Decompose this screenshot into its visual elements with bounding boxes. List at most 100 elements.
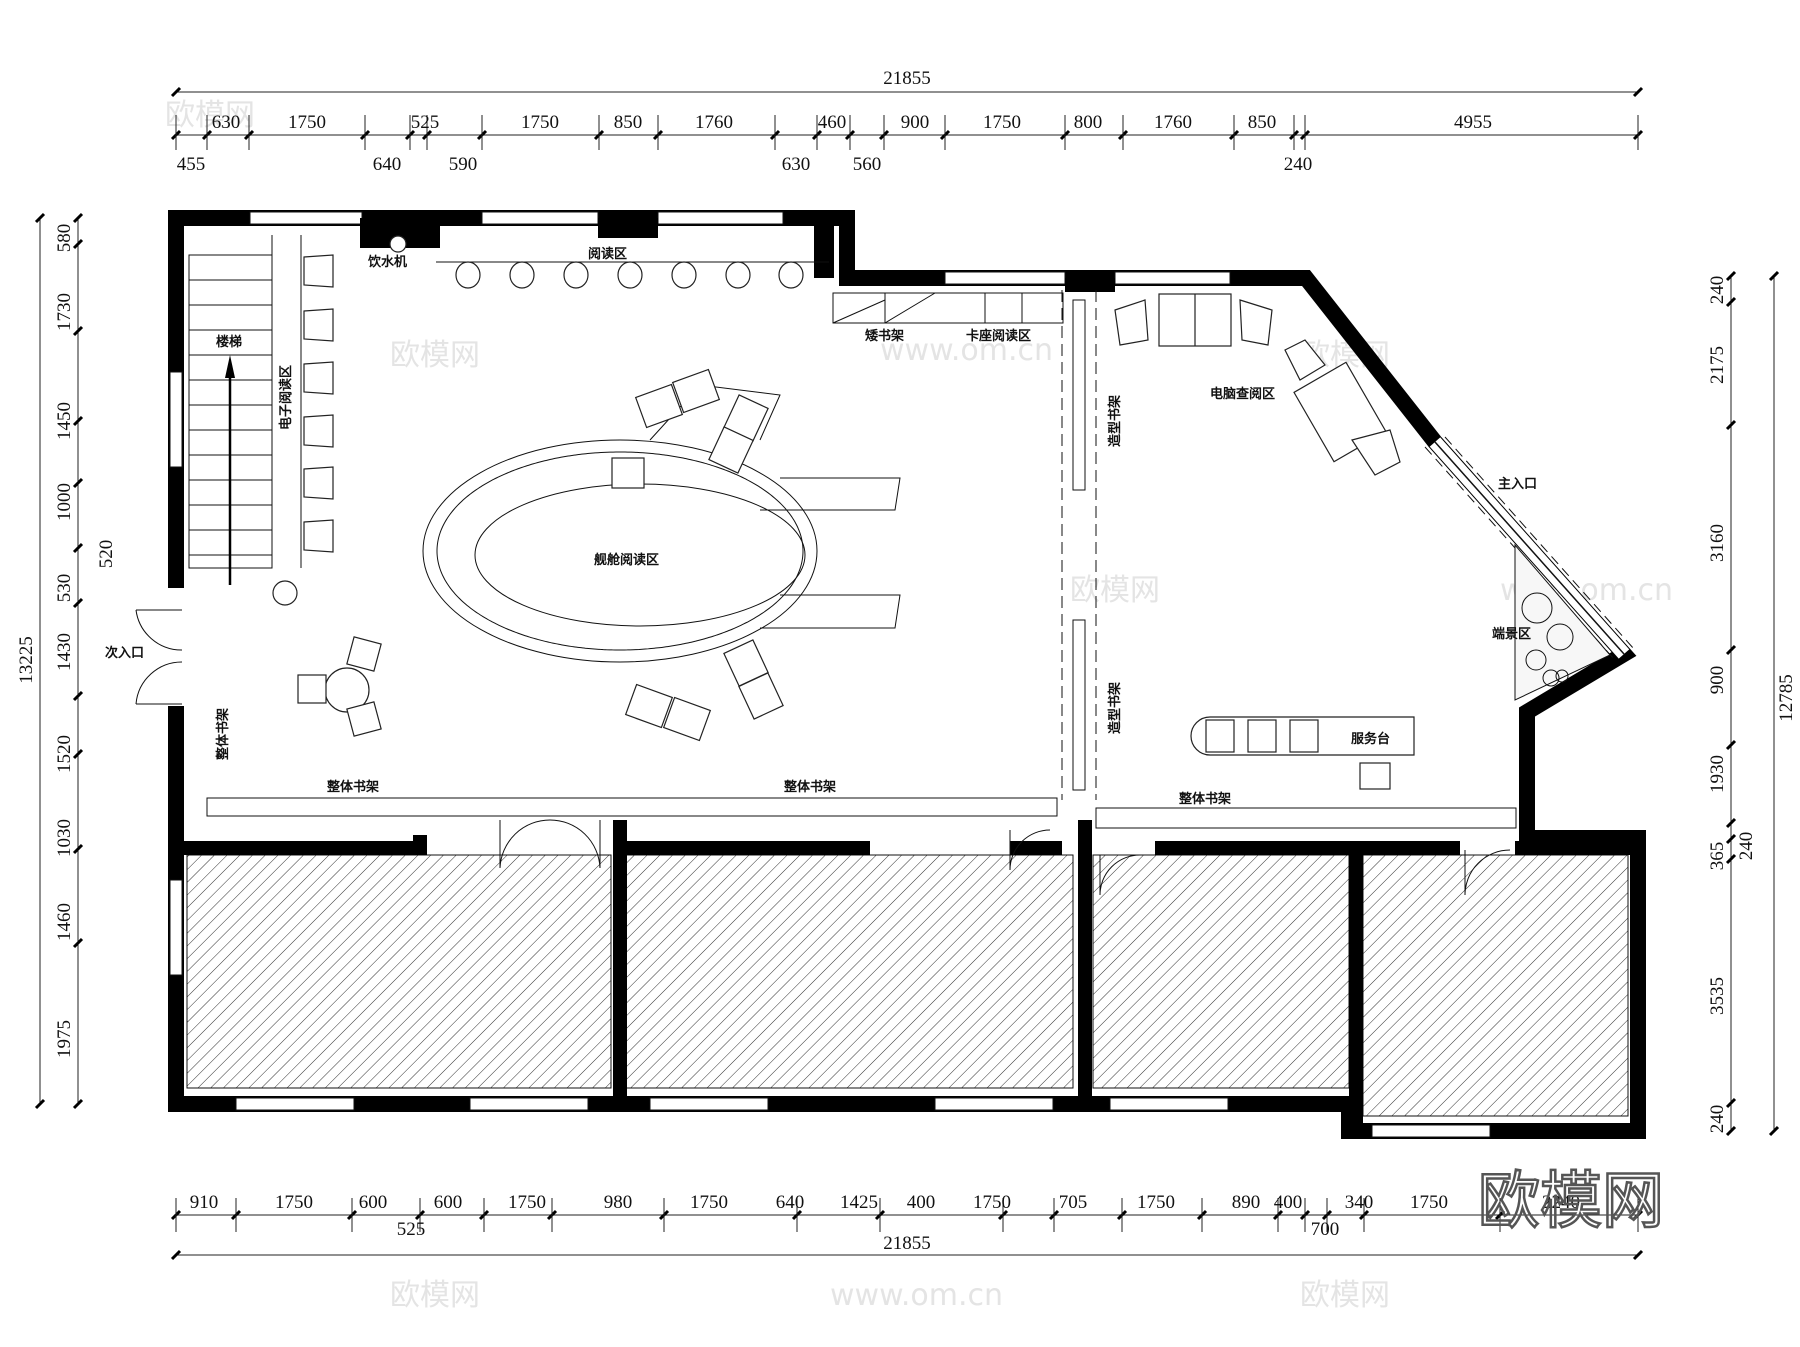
chair-icon — [303, 361, 334, 395]
dimension-ticks — [34, 86, 1780, 1261]
dimension-value: 980 — [604, 1192, 633, 1213]
stairs-arrow-icon — [225, 355, 235, 585]
dimension-value: 240 — [1707, 276, 1728, 305]
svg-text:www.om.cn: www.om.cn — [830, 1278, 1003, 1313]
stool-icon — [455, 261, 481, 289]
svg-text:欧模网: 欧模网 — [165, 98, 255, 133]
water-dispenser-icon — [389, 235, 407, 253]
dimension-value: 21855 — [883, 68, 931, 89]
dimension-value: 910 — [190, 1192, 219, 1213]
label-computer-area: 电脑查阅区 — [1210, 386, 1275, 402]
chair-icon — [303, 414, 334, 448]
dimension-value: 1750 — [983, 112, 1021, 133]
round-table-set — [272, 580, 382, 737]
dimension-value: 850 — [1248, 112, 1277, 133]
dimension-tick — [1768, 270, 1780, 282]
dimension-tick — [72, 937, 84, 949]
dimension-value: 1030 — [54, 819, 75, 857]
dimension-value: 3160 — [1707, 524, 1728, 562]
dimension-value: 460 — [818, 112, 847, 133]
dimension-tick — [1725, 1097, 1737, 1109]
dimension-tick — [72, 1098, 84, 1110]
secondary-entrance-door[interactable] — [135, 609, 183, 705]
dimension-value: 900 — [901, 112, 930, 133]
label-water-dispenser: 饮水机 — [367, 254, 407, 270]
dimension-tick — [1632, 1249, 1644, 1261]
dimension-value: 520 — [96, 540, 117, 569]
main-entrance-door[interactable] — [1424, 436, 1635, 660]
stool-icon — [563, 261, 589, 289]
dimension-value: 2240 — [1542, 1192, 1580, 1213]
dimension-tick — [72, 690, 84, 702]
dimension-value: 700 — [1311, 1219, 1340, 1240]
dimension-value: 705 — [1059, 1192, 1088, 1213]
dimension-value: 12785 — [1776, 674, 1797, 722]
label-service-desk: 服务台 — [1351, 731, 1390, 747]
dimension-value: 600 — [359, 1192, 388, 1213]
bookshelf-strip — [206, 290, 1517, 829]
label-shelf-bottom-2: 整体书架 — [783, 779, 836, 795]
dimension-value: 1750 — [521, 112, 559, 133]
dimension-value: 3535 — [1707, 977, 1728, 1015]
service-desk — [1190, 716, 1415, 790]
dimension-value: 1430 — [54, 633, 75, 671]
svg-text:欧模网: 欧模网 — [390, 338, 480, 373]
label-shelf-left: 整体书架 — [215, 708, 231, 761]
computer-desks — [1114, 293, 1401, 476]
dimension-value: 1750 — [690, 1192, 728, 1213]
dimension-value: 365 — [1707, 842, 1728, 871]
dimension-value: 340 — [1345, 1192, 1374, 1213]
dimension-value: 580 — [54, 224, 75, 253]
dimension-value: 1750 — [275, 1192, 313, 1213]
dimension-tick — [1725, 419, 1737, 431]
dimension-value: 1520 — [54, 735, 75, 773]
cabin-reading-desk — [422, 384, 901, 663]
chair-icon — [303, 466, 334, 500]
booth-shelves — [832, 292, 1064, 324]
reading-stools — [455, 261, 804, 289]
dimension-value: 240 — [1707, 1105, 1728, 1134]
dimension-value: 240 — [1284, 154, 1313, 175]
label-shaped-shelf-1: 造型书架 — [1107, 395, 1123, 447]
dimension-value: 1460 — [54, 903, 75, 941]
display-plants — [1514, 543, 1611, 701]
chair-icon — [303, 519, 334, 553]
dimension-value: 590 — [449, 154, 478, 175]
dimension-tick — [1725, 833, 1737, 845]
dimension-tick — [72, 843, 84, 855]
dimension-value: 630 — [212, 112, 241, 133]
dimension-value: 1760 — [695, 112, 733, 133]
dimension-tick — [1725, 739, 1737, 751]
dimension-tick — [170, 1249, 182, 1261]
label-secondary-entrance: 次入口 — [105, 645, 144, 661]
dimension-value: 1750 — [973, 1192, 1011, 1213]
dimension-value: 1730 — [54, 293, 75, 331]
dimension-value: 800 — [1074, 112, 1103, 133]
windows — [169, 211, 1491, 1138]
dimension-value: 1760 — [1154, 112, 1192, 133]
dimension-value: 525 — [397, 1219, 426, 1240]
dimension-tick — [72, 477, 84, 489]
dimension-tick — [1725, 817, 1737, 829]
dimension-value: 890 — [1232, 1192, 1261, 1213]
label-shaped-shelf-2: 造型书架 — [1107, 682, 1123, 734]
stool-icon — [509, 261, 535, 289]
dimension-tick — [1725, 644, 1737, 656]
dimension-value: 1975 — [54, 1020, 75, 1058]
dimension-tick — [34, 1098, 46, 1110]
svg-text:www.om.cn: www.om.cn — [880, 333, 1053, 368]
dimension-value: 1425 — [840, 1192, 878, 1213]
label-shelf-bottom-3: 整体书架 — [1178, 791, 1231, 807]
dimension-tick — [1768, 1125, 1780, 1137]
dimension-value: 1750 — [1137, 1192, 1175, 1213]
watermark-logo: 欧模网 — [1478, 1164, 1664, 1237]
dimension-value: 640 — [776, 1192, 805, 1213]
dimension-value: 455 — [177, 154, 206, 175]
dimension-value: 400 — [1274, 1192, 1303, 1213]
dimension-tick — [170, 86, 182, 98]
dimension-tick — [34, 212, 46, 224]
dimension-value: 1930 — [1707, 755, 1728, 793]
label-display-area: 端景区 — [1492, 626, 1531, 642]
dimension-value: 900 — [1707, 666, 1728, 695]
room-doors[interactable] — [499, 819, 1511, 896]
